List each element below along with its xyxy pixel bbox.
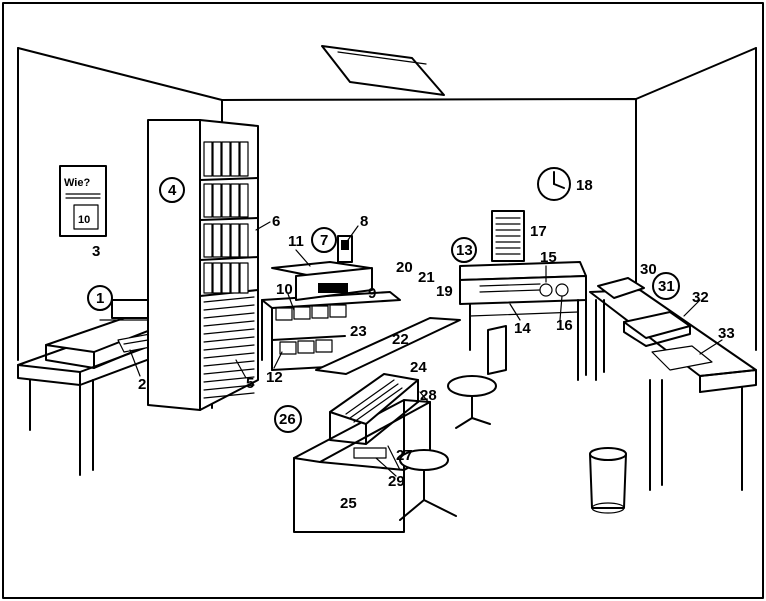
label-14: 14	[514, 320, 531, 337]
label-11: 11	[288, 233, 304, 250]
label-9: 9	[368, 285, 376, 302]
label-6: 6	[272, 213, 280, 230]
wall-chart	[492, 211, 524, 261]
label-2: 2	[138, 376, 146, 393]
ceiling-light	[322, 46, 444, 95]
label-24: 24	[410, 359, 427, 376]
label-31: 31	[658, 278, 675, 295]
waste-bin	[590, 448, 626, 513]
label-22: 22	[392, 331, 409, 348]
label-12: 12	[266, 369, 283, 386]
label-17: 17	[530, 223, 547, 240]
label-13: 13	[456, 242, 473, 259]
label-20: 20	[396, 259, 413, 276]
label-19: 19	[436, 283, 453, 300]
label-27: 27	[396, 447, 413, 464]
label-16: 16	[556, 317, 573, 334]
label-8: 8	[360, 213, 368, 230]
label-25: 25	[340, 495, 357, 512]
calendar-day: 10	[78, 214, 90, 226]
label-23: 23	[350, 323, 367, 340]
label-7: 7	[320, 232, 328, 249]
label-26: 26	[279, 411, 296, 428]
chair-back	[448, 326, 506, 428]
label-15: 15	[540, 249, 557, 266]
svg-text:Wie?: Wie?	[64, 177, 90, 189]
storage-cabinet	[148, 120, 258, 410]
label-30: 30	[640, 261, 657, 278]
label-1: 1	[96, 290, 104, 307]
label-10: 10	[276, 281, 293, 298]
label-33: 33	[718, 325, 735, 342]
label-18: 18	[576, 177, 593, 194]
label-4: 4	[168, 182, 177, 199]
label-21: 21	[418, 269, 435, 286]
label-32: 32	[692, 289, 709, 306]
wall-clock	[538, 168, 570, 200]
label-5: 5	[246, 375, 254, 392]
wall-calendar: Wie? 10	[60, 166, 106, 236]
label-3: 3	[92, 243, 100, 260]
